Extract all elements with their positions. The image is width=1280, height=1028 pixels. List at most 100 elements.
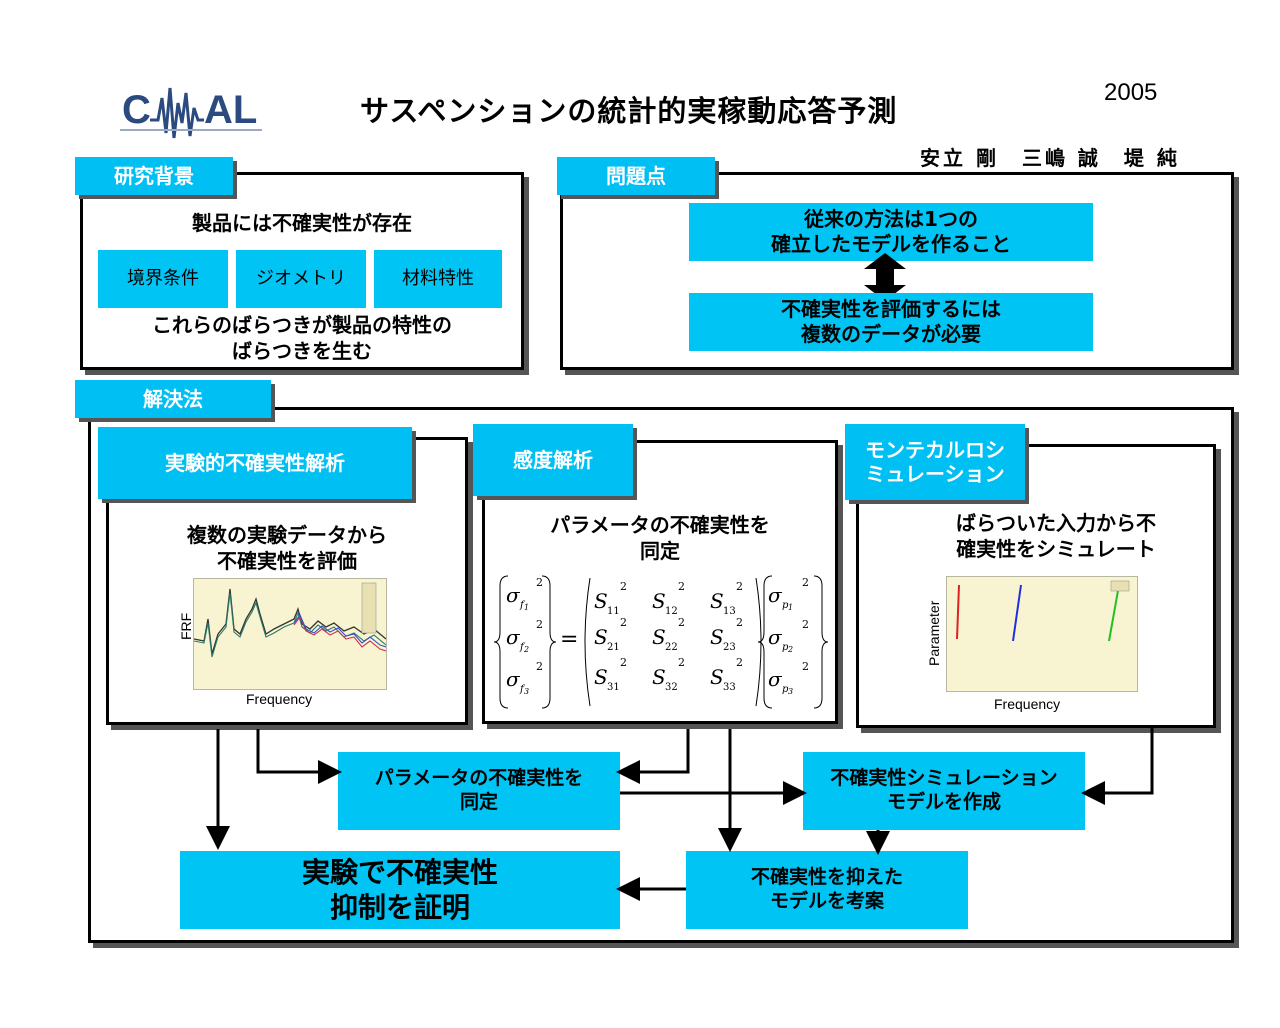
svg-text:f: f — [519, 642, 526, 653]
factor-label: 境界条件 — [127, 267, 199, 289]
svg-text:2: 2 — [620, 616, 627, 629]
svg-text:S: S — [710, 625, 724, 649]
identify-line2: 同定 — [459, 791, 498, 813]
factor-boundary: 境界条件 — [98, 250, 228, 308]
svg-text:2: 2 — [536, 660, 543, 673]
svg-text:σ: σ — [506, 583, 521, 607]
identify-box: パラメータの不確実性を 同定 — [338, 752, 620, 830]
proof-box: 実験で不確実性 抑制を証明 — [180, 851, 620, 929]
svg-text:12: 12 — [665, 606, 678, 617]
svg-text:32: 32 — [665, 682, 678, 693]
problem-box2-line2: 複数のデータが必要 — [801, 322, 981, 346]
svg-text:2: 2 — [802, 618, 809, 631]
svg-text:=: = — [560, 627, 578, 652]
svg-text:f: f — [519, 600, 526, 611]
svg-text:p: p — [782, 684, 789, 695]
svg-text:σ: σ — [768, 625, 783, 649]
proof-line1: 実験で不確実性 — [301, 856, 498, 889]
montecarlo-x-axis-label: Frequency — [994, 696, 1061, 712]
svg-text:2: 2 — [678, 580, 685, 593]
frf-x-axis-label: Frequency — [246, 691, 313, 707]
svg-text:AL: AL — [204, 88, 257, 132]
factor-label: ジオメトリ — [256, 267, 346, 289]
svg-text:2: 2 — [802, 576, 809, 589]
proposal-line2: モデルを考案 — [769, 890, 884, 912]
montecarlo-tab: モンテカルロシ ミュレーション — [845, 424, 1025, 500]
frf-y-axis-label: FRF — [178, 612, 194, 640]
experimental-tab: 実験的不確実性解析 — [98, 427, 412, 499]
svg-text:2: 2 — [678, 656, 685, 669]
montecarlo-line2: 確実性をシミュレート — [956, 537, 1156, 561]
sensitivity-tab: 感度解析 — [473, 424, 633, 496]
problem-box-conventional: 従来の方法は1つの 確立したモデルを作ること — [689, 203, 1093, 261]
svg-text:f: f — [519, 684, 526, 695]
logo: C AL — [120, 78, 270, 148]
svg-text:S: S — [710, 589, 724, 613]
proposal-line1: 不確実性を抑えた — [750, 866, 903, 889]
svg-text:S: S — [652, 589, 666, 613]
sensitivity-line2: 同定 — [640, 539, 680, 563]
year-label: 2005 — [1104, 79, 1158, 106]
problem-box1-line2: 確立したモデルを作ること — [771, 232, 1011, 256]
svg-text:2: 2 — [620, 580, 627, 593]
svg-text:σ: σ — [768, 583, 783, 607]
svg-text:S: S — [652, 665, 666, 689]
factor-material: 材料特性 — [374, 250, 502, 308]
svg-text:p: p — [782, 642, 789, 653]
svg-text:2: 2 — [736, 616, 743, 629]
sensitivity-line1: パラメータの不確実性を — [550, 513, 770, 537]
svg-text:σ: σ — [768, 667, 783, 691]
conclusion-line2: ばらつきを生む — [232, 339, 372, 363]
experimental-text: 複数の実験データから 不確実性を評価 — [106, 522, 468, 574]
svg-text:C: C — [122, 88, 151, 132]
svg-text:σ: σ — [506, 625, 521, 649]
authors-label: 安立 剛 三嶋 誠 堤 純 — [920, 146, 1180, 170]
svg-text:2: 2 — [678, 616, 685, 629]
proof-line2: 抑制を証明 — [329, 891, 470, 924]
montecarlo-tab-line2: ミュレーション — [865, 462, 1005, 486]
svg-text:2: 2 — [787, 645, 793, 654]
svg-text:2: 2 — [802, 660, 809, 673]
svg-text:23: 23 — [723, 642, 736, 653]
problem-tab: 問題点 — [557, 157, 715, 195]
simmodel-line1: 不確実性シミュレーション — [830, 767, 1058, 790]
problem-box2-line1: 不確実性を評価するには — [781, 297, 1001, 321]
svg-text:σ: σ — [506, 667, 521, 691]
solution-tab: 解決法 — [75, 380, 271, 418]
svg-text:2: 2 — [736, 580, 743, 593]
experimental-line1: 複数の実験データから — [187, 523, 387, 547]
page-title: サスペンションの統計的実稼動応答予測 — [360, 94, 898, 128]
simmodel-line2: モデルを作成 — [886, 791, 1001, 813]
sensitivity-text: パラメータの不確実性を 同定 — [482, 512, 838, 564]
svg-text:S: S — [594, 665, 608, 689]
experimental-line2: 不確実性を評価 — [217, 549, 357, 573]
svg-text:3: 3 — [788, 687, 793, 696]
background-headline: 製品には不確実性が存在 — [192, 211, 412, 235]
problem-box-uncertainty: 不確実性を評価するには 複数のデータが必要 — [689, 293, 1093, 351]
svg-text:31: 31 — [607, 682, 620, 693]
svg-text:p: p — [782, 600, 789, 611]
svg-text:2: 2 — [536, 618, 543, 631]
svg-text:11: 11 — [607, 606, 620, 617]
svg-text:1: 1 — [788, 603, 793, 612]
double-arrow-icon — [864, 253, 906, 301]
svg-text:2: 2 — [536, 576, 543, 589]
svg-text:S: S — [652, 625, 666, 649]
background-tab: 研究背景 — [75, 157, 233, 195]
svg-text:S: S — [594, 589, 608, 613]
proposal-box: 不確実性を抑えた モデルを考案 — [686, 851, 968, 929]
svg-text:21: 21 — [607, 642, 620, 653]
montecarlo-line1: ばらついた入力から不 — [956, 511, 1156, 535]
background-conclusion: これらのばらつきが製品の特性の ばらつきを生む — [80, 312, 524, 364]
svg-text:1: 1 — [524, 603, 529, 612]
svg-text:33: 33 — [723, 682, 736, 693]
problem-box1-line1: 従来の方法は1つの — [804, 207, 978, 231]
montecarlo-y-axis-label: Parameter — [926, 600, 942, 666]
frf-plot — [193, 578, 387, 690]
montecarlo-tab-line1: モンテカルロシ — [865, 438, 1005, 462]
svg-text:S: S — [710, 665, 724, 689]
svg-text:2: 2 — [620, 656, 627, 669]
svg-text:2: 2 — [736, 656, 743, 669]
svg-text:13: 13 — [723, 606, 736, 617]
